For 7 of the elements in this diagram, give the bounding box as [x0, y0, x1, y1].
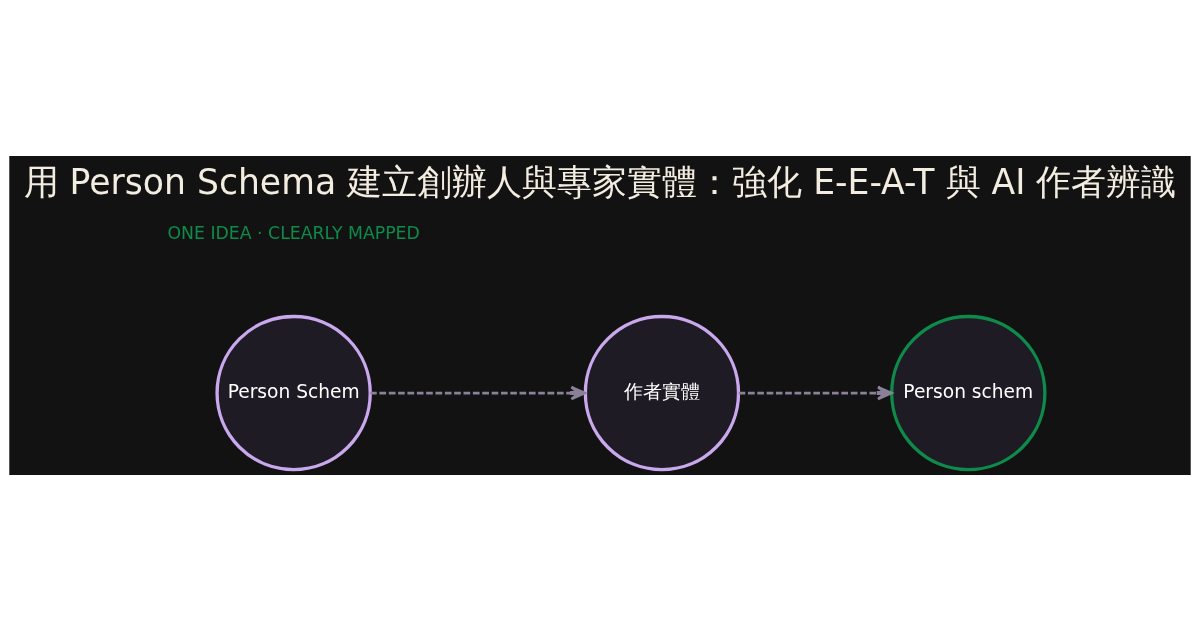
node-circle: Person Schem: [215, 314, 372, 471]
node-circle: 作者實體: [583, 314, 741, 471]
diagram-title: 用 Person Schema 建立創辦人與專家實體：強化 E-E-A-T 與 AI 作者辨識: [23, 161, 1177, 202]
arrow: [738, 385, 893, 400]
label: ONE IDEA · CLEARLY MAPPED: [167, 222, 420, 243]
arrow: [370, 385, 587, 400]
node-circle: Person schem: [890, 314, 1047, 471]
